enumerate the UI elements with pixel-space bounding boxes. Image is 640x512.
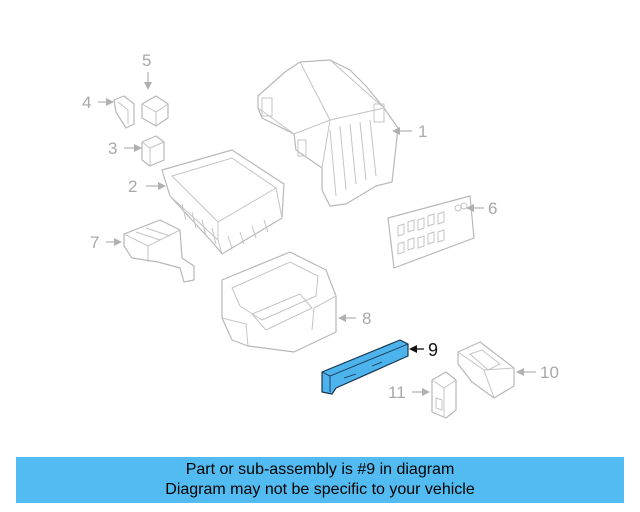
- part-7-relay-holder[interactable]: [123, 219, 195, 283]
- callout-9: 9: [428, 340, 438, 360]
- leader-line-9: [409, 345, 424, 353]
- callout-5: 5: [142, 51, 151, 70]
- part-10-switch[interactable]: [457, 341, 515, 399]
- part-9-highlighted[interactable]: [321, 339, 409, 395]
- callout-8: 8: [362, 309, 371, 328]
- part-5-fuse[interactable]: [141, 95, 169, 127]
- part-3-relay[interactable]: [141, 135, 165, 167]
- callout-10: 10: [540, 363, 559, 382]
- callout-6: 6: [488, 199, 497, 218]
- callout-7: 7: [90, 233, 99, 252]
- leader-lines: [98, 72, 536, 396]
- parts-diagram: 1 2 3 4 5 6 7 8 9 10 11: [82, 51, 559, 419]
- callout-4: 4: [82, 93, 91, 112]
- callout-11: 11: [388, 383, 406, 402]
- part-6-fuse-panel[interactable]: [387, 195, 475, 269]
- caption-banner: Part or sub-assembly is #9 in diagram Di…: [16, 457, 624, 503]
- part-11-connector[interactable]: [431, 371, 457, 419]
- caption-line-2: Diagram may not be specific to your vehi…: [165, 481, 475, 498]
- callout-2: 2: [128, 177, 137, 196]
- callout-1: 1: [418, 122, 427, 141]
- part-8-bracket[interactable]: [221, 251, 337, 353]
- caption-line-1: Part or sub-assembly is #9 in diagram: [185, 461, 455, 478]
- part-1-fuse-box-cover[interactable]: [257, 59, 399, 207]
- part-2-fuse-box-tray[interactable]: [161, 149, 285, 255]
- callout-3: 3: [108, 139, 117, 158]
- part-4-clip[interactable]: [113, 95, 135, 129]
